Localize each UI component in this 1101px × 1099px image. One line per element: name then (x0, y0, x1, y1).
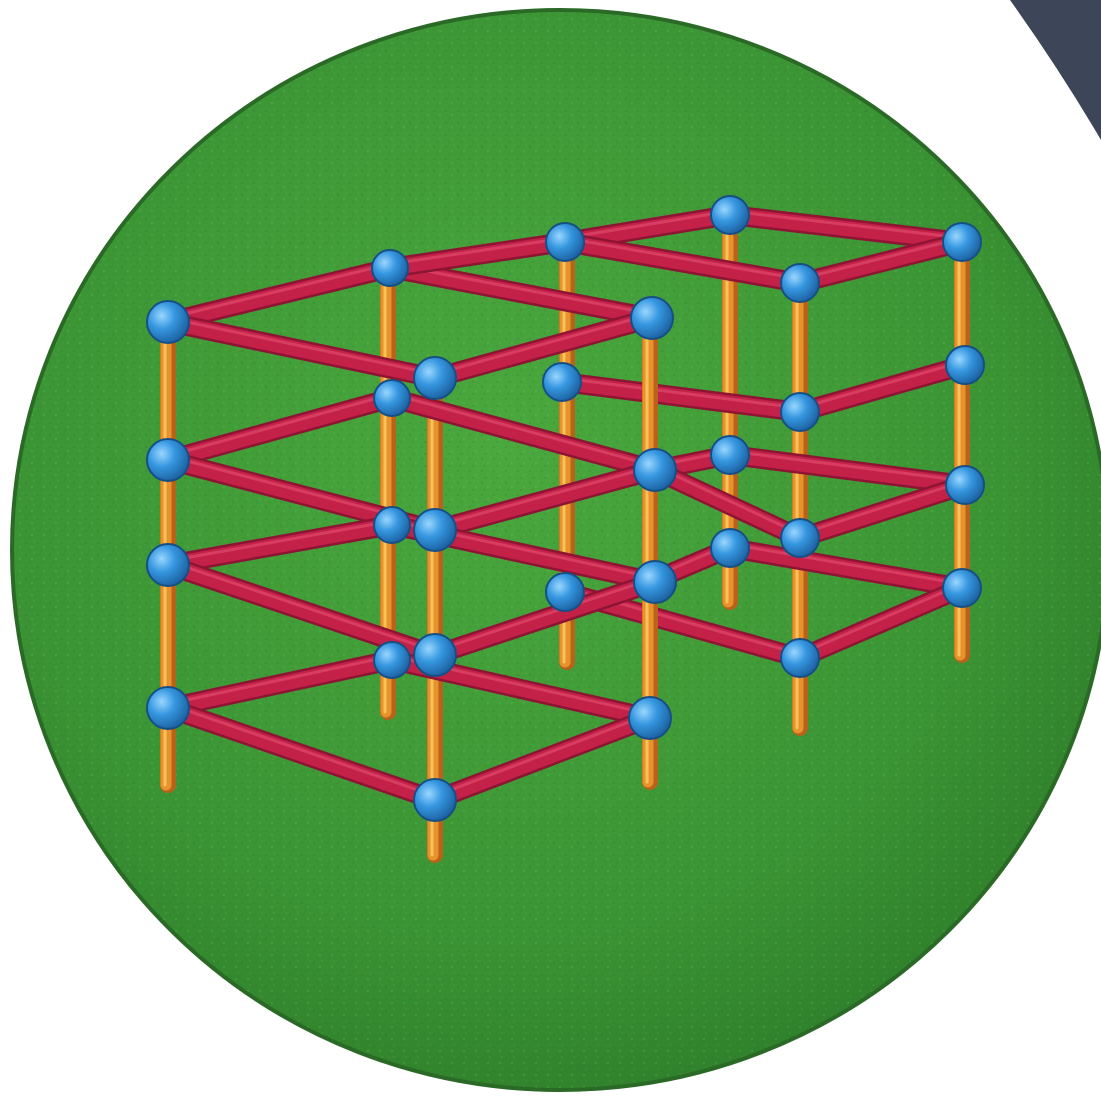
joint (781, 519, 819, 557)
joint (147, 687, 189, 729)
joint (147, 544, 189, 586)
joint (374, 507, 410, 543)
joint (374, 380, 410, 416)
joint (147, 439, 189, 481)
corner-shadow (1010, 0, 1101, 140)
joint (943, 223, 981, 261)
joint (414, 357, 456, 399)
joint (781, 264, 819, 302)
joint (946, 346, 984, 384)
joint (414, 509, 456, 551)
joint (374, 642, 410, 678)
joint (781, 393, 819, 431)
joint (543, 363, 581, 401)
joint (634, 561, 676, 603)
joint (781, 639, 819, 677)
joint (711, 529, 749, 567)
joint (711, 436, 749, 474)
joint (147, 301, 189, 343)
joint (629, 697, 671, 739)
joint (546, 573, 584, 611)
joint (631, 297, 673, 339)
joint (372, 250, 408, 286)
joint (414, 779, 456, 821)
joint (634, 449, 676, 491)
joint (546, 223, 584, 261)
joint (946, 466, 984, 504)
joint (943, 569, 981, 607)
joint (414, 634, 456, 676)
joint (711, 196, 749, 234)
